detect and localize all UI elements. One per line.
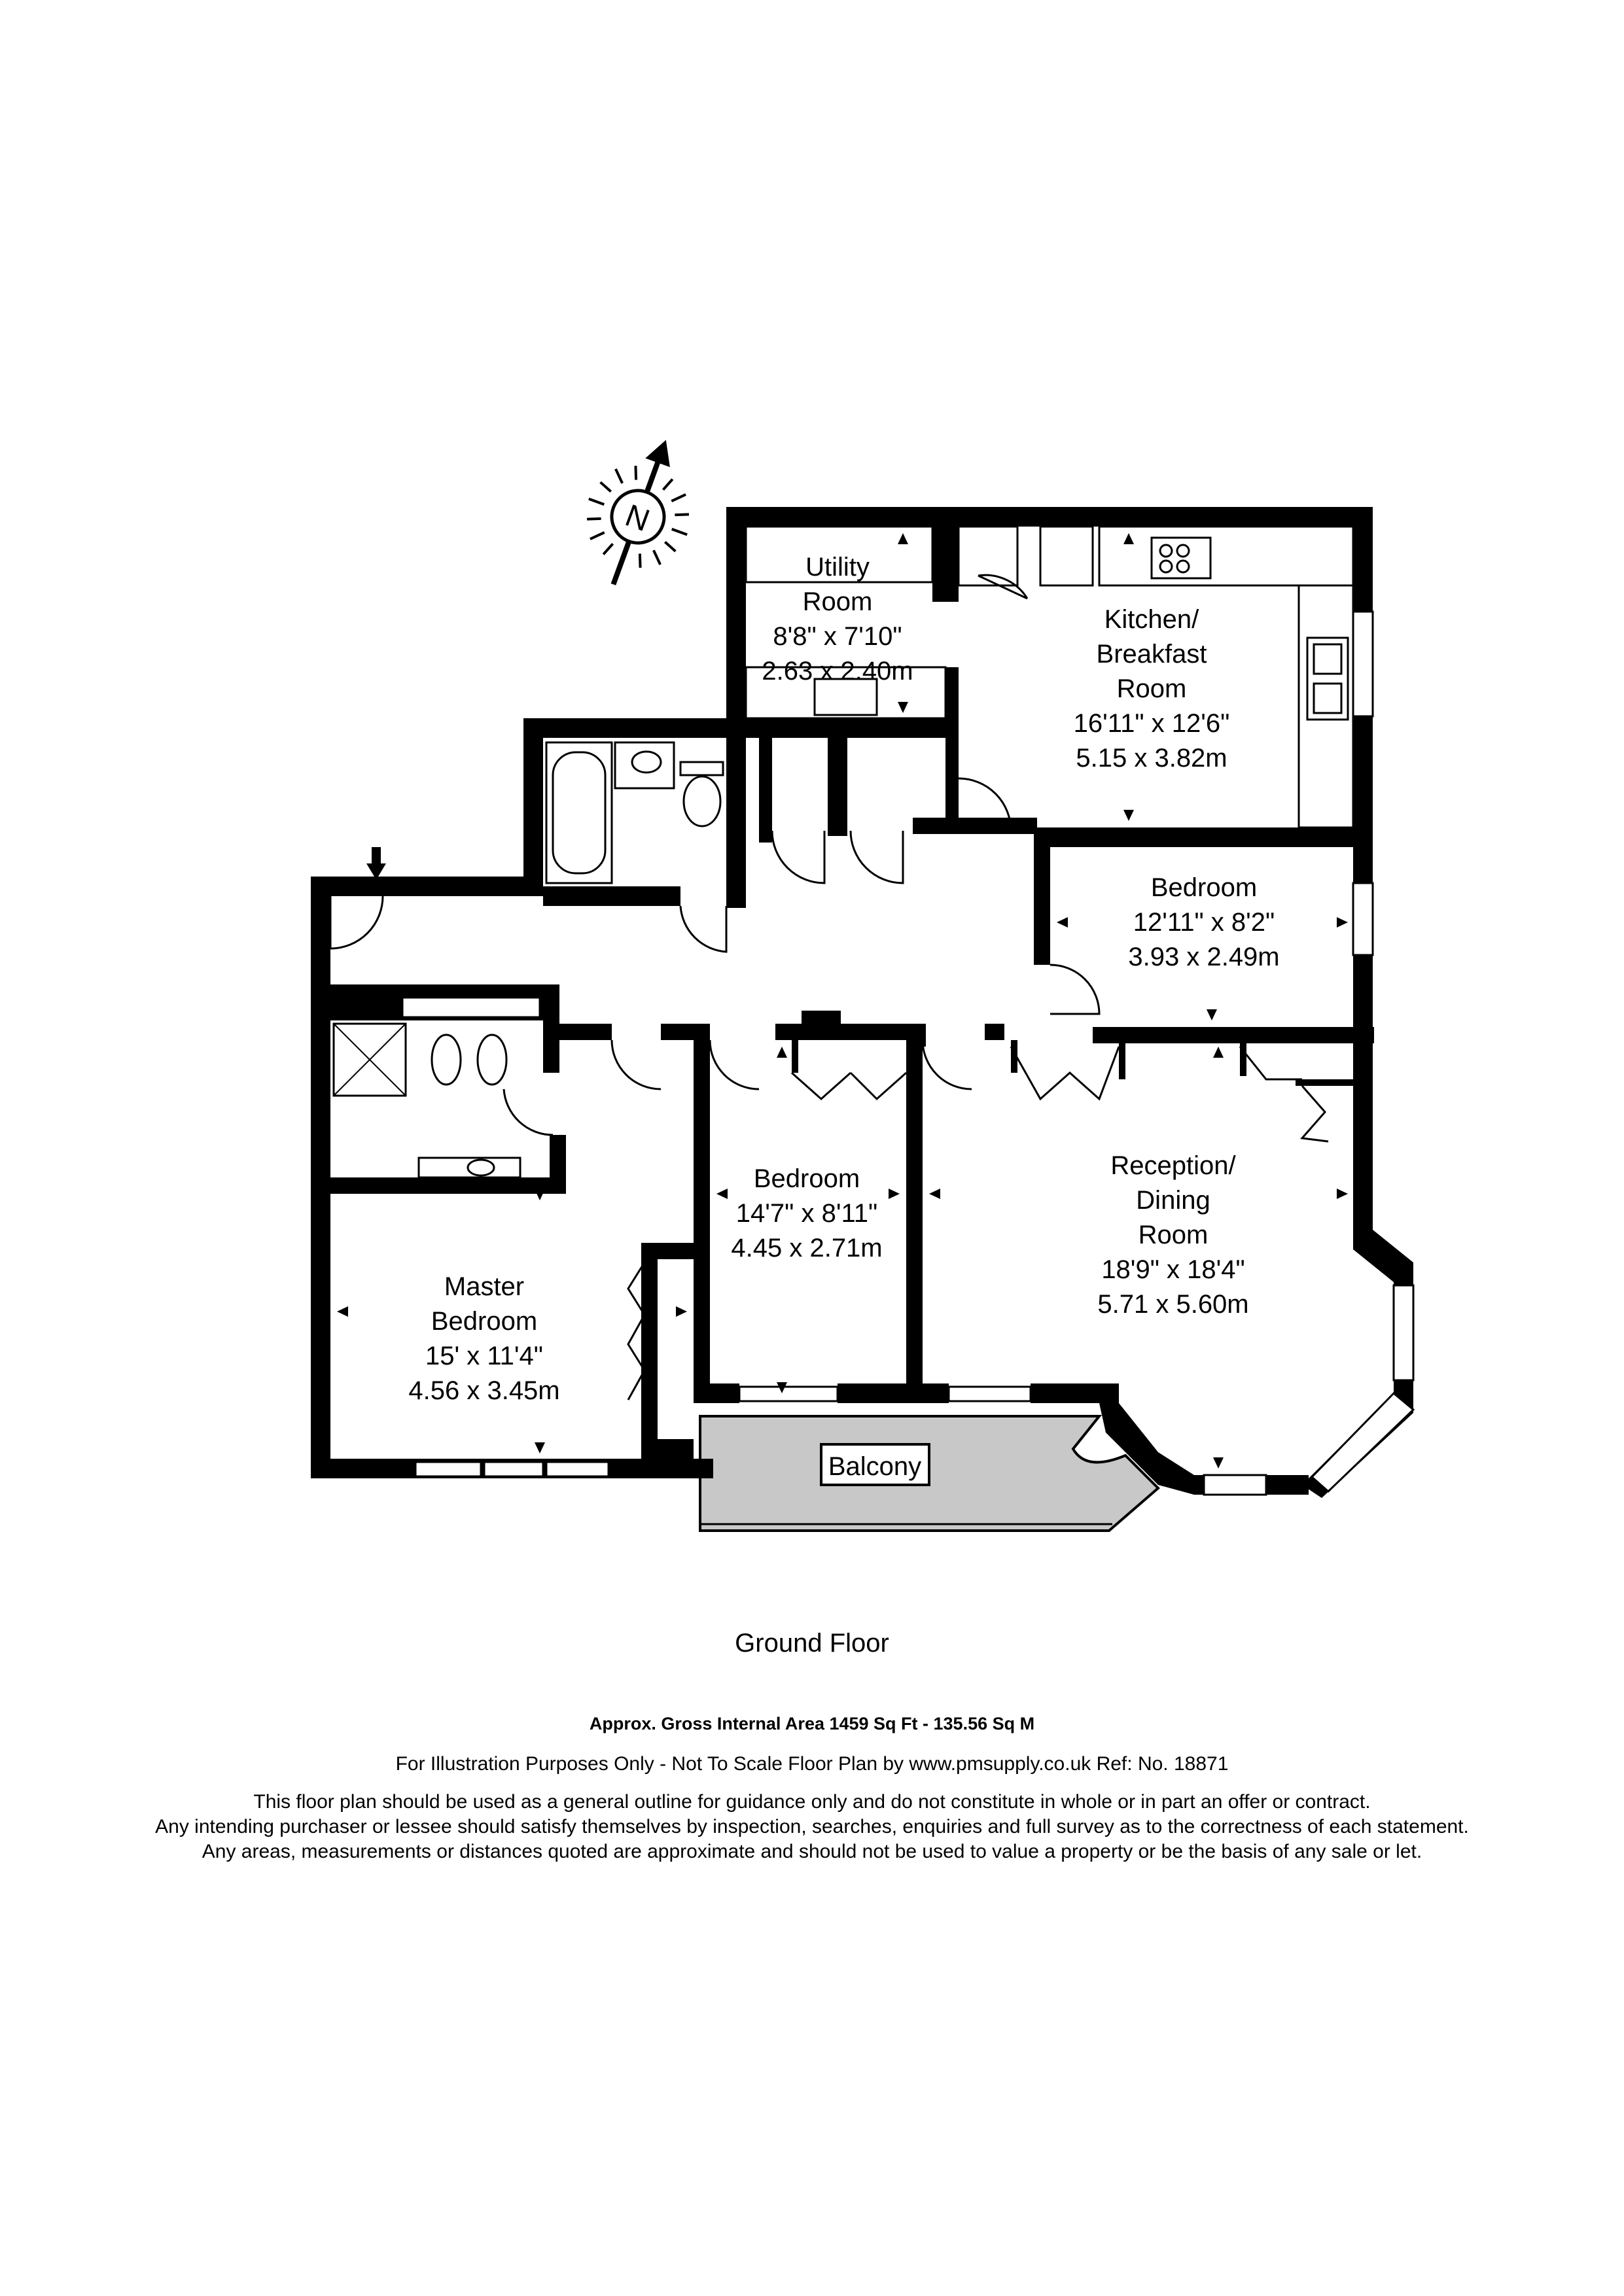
disclaimer-line-2: Any intending purchaser or lessee should… [155,1816,1469,1837]
entrance-arrow-icon [366,863,386,880]
balcony-label-box [820,1443,930,1486]
basin-icon [631,750,662,774]
room-label-bedroom-mid: Bedroom 14'7" x 8'11" 4.45 x 2.71m [731,1164,882,1262]
room-label-line: Room [1139,1221,1209,1249]
shower-toilet-icon [431,1034,462,1086]
room-label-line: Bedroom [754,1164,860,1193]
room-label-line: 14'7" x 8'11" [736,1199,877,1228]
room-label-line: Room [803,587,873,616]
room-label-line: 3.93 x 2.49m [1128,943,1279,971]
room-label-line: 12'11" x 8'2" [1133,908,1275,937]
room-label-line: Bedroom [431,1307,537,1336]
illustration-note: For Illustration Purposes Only - Not To … [395,1753,1229,1775]
doors [329,574,1354,1400]
bidet-icon [476,1034,508,1086]
room-label-line: Dining [1136,1186,1210,1215]
disclaimer-line-3: Any areas, measurements or distances quo… [202,1841,1422,1862]
hob-icon [1150,536,1212,580]
room-label-line: 4.45 x 2.71m [731,1234,882,1262]
room-label-line: 18'9" x 18'4" [1101,1255,1244,1284]
room-label-line: Bedroom [1151,873,1257,902]
fixtures [332,525,1354,1179]
room-label-line: 16'11" x 12'6" [1074,709,1230,738]
north-arrow-icon [645,440,670,468]
room-label-line: Balcony [828,1452,921,1481]
room-label-line: 2.63 x 2.40m [762,657,913,686]
room-label-line: Kitchen/ [1104,605,1199,634]
toilet-icon [682,775,722,827]
room-label-line: 4.56 x 3.45m [408,1376,559,1405]
room-label-line: Master [444,1272,524,1301]
room-label-line: Reception/ [1110,1151,1236,1180]
dimension-ticks [337,533,1348,1469]
room-label-bedroom-east: Bedroom 12'11" x 8'2" 3.93 x 2.49m [1128,873,1279,971]
utility-sink-icon [813,678,878,716]
compass [587,440,689,585]
room-label-line: Room [1117,674,1187,703]
room-label-balcony: Balcony [828,1452,921,1481]
room-label-line: Breakfast [1097,640,1207,669]
disclaimer-line-1: This floor plan should be used as a gene… [253,1791,1371,1813]
room-label-line: 15' x 11'4" [425,1342,543,1370]
floor-title: Ground Floor [735,1629,889,1658]
room-label-line: Utility [805,553,870,582]
gross-internal-area: Approx. Gross Internal Area 1459 Sq Ft -… [589,1714,1035,1733]
room-label-line: 5.15 x 3.82m [1076,744,1227,773]
room-label-line: 8'8" x 7'10" [773,622,902,651]
room-label-line: 5.71 x 5.60m [1097,1290,1248,1319]
